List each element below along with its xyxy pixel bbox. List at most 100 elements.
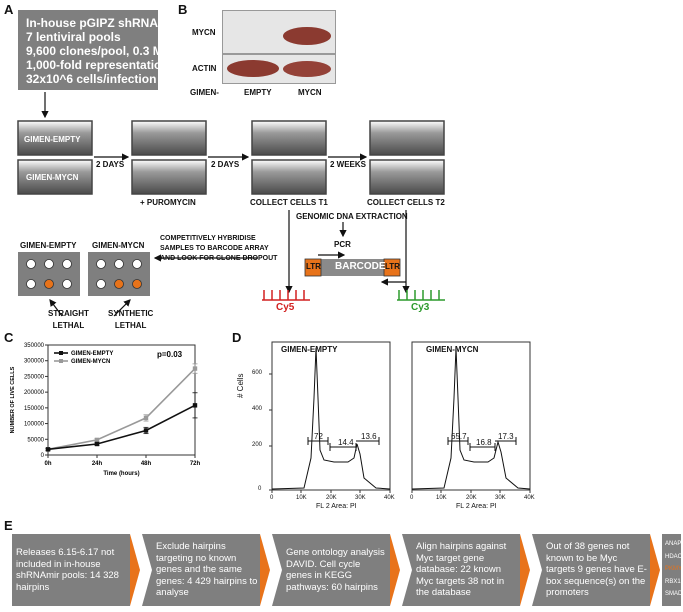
series-line <box>47 404 196 451</box>
pipeline-step-4: Align hairpins against Myc target gene d… <box>416 534 518 606</box>
y-tick-label: 350000 <box>24 343 45 349</box>
straight-lethal-label: STRAIGHT LETHAL <box>48 308 89 332</box>
mycn-blot <box>222 10 336 54</box>
blot-label-actin: ACTIN <box>192 64 217 73</box>
histogram-title-empty: GIMEN-EMPTY <box>281 345 338 354</box>
hist-ytick: 0 <box>258 486 262 492</box>
legend-label: GIMEN-MYCN <box>71 359 110 365</box>
synthetic-lethal-arrow <box>113 299 131 317</box>
chevron-body <box>532 534 650 606</box>
label-line: LETHAL <box>52 321 85 330</box>
cy5-probe-comb <box>262 290 310 301</box>
p-value-annotation: p=0.03 <box>157 350 183 359</box>
ltr-left-label: LTR <box>306 262 321 271</box>
barcode-construct <box>305 259 400 276</box>
histogram-x-label: FL 2 Area: PI <box>456 503 497 510</box>
chevron-body <box>272 534 390 606</box>
hybridise-line: SAMPLES TO BARCODE ARRAY <box>160 245 269 252</box>
info-line: In-house pGIPZ shRNAmir <box>26 16 177 30</box>
pipeline-step-1: Releases 6.15-6.17 not included in in-ho… <box>16 534 128 606</box>
barcode-label: BARCODE <box>335 261 386 272</box>
histogram-x-label: FL 2 Area: PI <box>316 503 357 510</box>
gate-label: 13.6 <box>361 432 377 441</box>
data-point <box>94 437 100 443</box>
panel-label-e: E <box>4 518 13 533</box>
hybridise-text: COMPETITIVELY HYBRIDISE SAMPLES TO BARCO… <box>160 234 277 264</box>
actin-band-mycn <box>283 61 331 77</box>
hist-xtick: 0 <box>270 495 274 501</box>
array-empty-label: GIMEN-EMPTY <box>20 241 77 250</box>
data-point <box>94 441 100 447</box>
genomic-dna-label: GENOMIC DNA EXTRACTION <box>296 212 408 221</box>
pipeline-chevrons <box>12 534 660 606</box>
synthetic-lethal-label: SYNTHETIC LETHAL <box>108 308 153 332</box>
pipeline-step-5: Out of 38 genes not known to be Myc targ… <box>546 534 648 606</box>
y-axis-label: NUMBER OF LIVE CELLS <box>10 366 16 433</box>
straight-lethal-arrow <box>49 299 63 317</box>
series-line <box>47 368 196 451</box>
array-mycn-label: GIMEN-MYCN <box>92 241 145 250</box>
hist-ytick: 200 <box>252 442 263 448</box>
hist-xtick: 10K <box>436 495 447 501</box>
y-tick-label: 100000 <box>24 422 45 428</box>
hist-xtick: 0 <box>410 495 414 501</box>
y-tick-label: 300000 <box>24 359 45 365</box>
chevron-tip <box>260 534 270 606</box>
blot-gimen-label: GIMEN- <box>190 88 219 97</box>
label-line: SYNTHETIC <box>108 309 154 318</box>
histogram-mycn <box>411 341 531 493</box>
panel-a-diagram <box>17 92 445 317</box>
actin-blot <box>222 54 336 84</box>
x-tick-label: 72h <box>190 461 201 467</box>
panel-label-b: B <box>178 2 188 17</box>
chevron-tip <box>520 534 530 606</box>
gene-column: ANAPC4HDAC2PKMYT1RBX1SMAD2 <box>665 538 681 602</box>
y-tick-label: 200000 <box>24 390 45 396</box>
chevron-tip <box>390 534 400 606</box>
gate-label: 14.4 <box>338 438 354 447</box>
ltr-right <box>383 258 401 277</box>
hist-xtick: 20K <box>466 495 477 501</box>
pipeline-step-3: Gene ontology analysis DAVID. Cell cycle… <box>286 534 388 606</box>
chevron-tip <box>650 534 660 606</box>
x-tick-label: 48h <box>141 461 152 467</box>
histogram-title-mycn: GIMEN-MYCN <box>426 345 479 354</box>
array-empty <box>18 252 80 296</box>
actin-band-empty <box>227 60 279 77</box>
gene-name: ANAPC4 <box>665 541 681 547</box>
step-label: 2 WEEKS <box>330 160 367 169</box>
gene-list: ANAPC4HDAC2PKMYT1RBX1SMAD2ANAPC13ANAPC1B… <box>662 534 681 606</box>
gate-label: 17.3 <box>498 432 514 441</box>
info-line: 32x10^6 cells/infection <box>26 72 157 86</box>
dish-column-3 <box>251 120 327 195</box>
library-info-box: In-house pGIPZ shRNAmir 7 lentiviral poo… <box>18 10 177 90</box>
cy5-label: Cy5 <box>276 302 295 313</box>
ltr-right-label: LTR <box>385 262 400 271</box>
cell-growth-chart: 0500001000001500002000002500003000003500… <box>10 343 201 477</box>
data-point <box>45 447 51 452</box>
hist-ytick: 600 <box>252 370 263 376</box>
array-mycn <box>88 252 150 296</box>
cy3-label: Cy3 <box>411 302 430 313</box>
dish-column-1 <box>17 120 93 195</box>
pcr-label: PCR <box>334 240 351 249</box>
puromycin-label: + PUROMYCIN <box>140 198 196 207</box>
data-point <box>192 366 198 371</box>
hist-xtick: 40K <box>384 495 395 501</box>
dish-label-empty: GIMEN-EMPTY <box>24 135 81 144</box>
data-point <box>192 403 198 408</box>
histogram-empty <box>269 341 391 493</box>
hist-xtick: 20K <box>326 495 337 501</box>
label-line: STRAIGHT <box>48 309 89 318</box>
ltr-left <box>304 258 322 277</box>
panel-label-c: C <box>4 330 14 345</box>
pipeline-step-2: Exclude hairpins targeting no known gene… <box>156 534 258 606</box>
chevron-body <box>402 534 520 606</box>
legend-marker <box>59 359 63 363</box>
chevron-body <box>142 534 260 606</box>
x-axis-label: Time (hours) <box>103 471 139 477</box>
gate-label: 16.8 <box>476 438 492 447</box>
step-text: Align hairpins against Myc target gene d… <box>416 541 507 599</box>
gate-label: 72 <box>314 432 323 441</box>
y-tick-label: 250000 <box>24 374 45 380</box>
